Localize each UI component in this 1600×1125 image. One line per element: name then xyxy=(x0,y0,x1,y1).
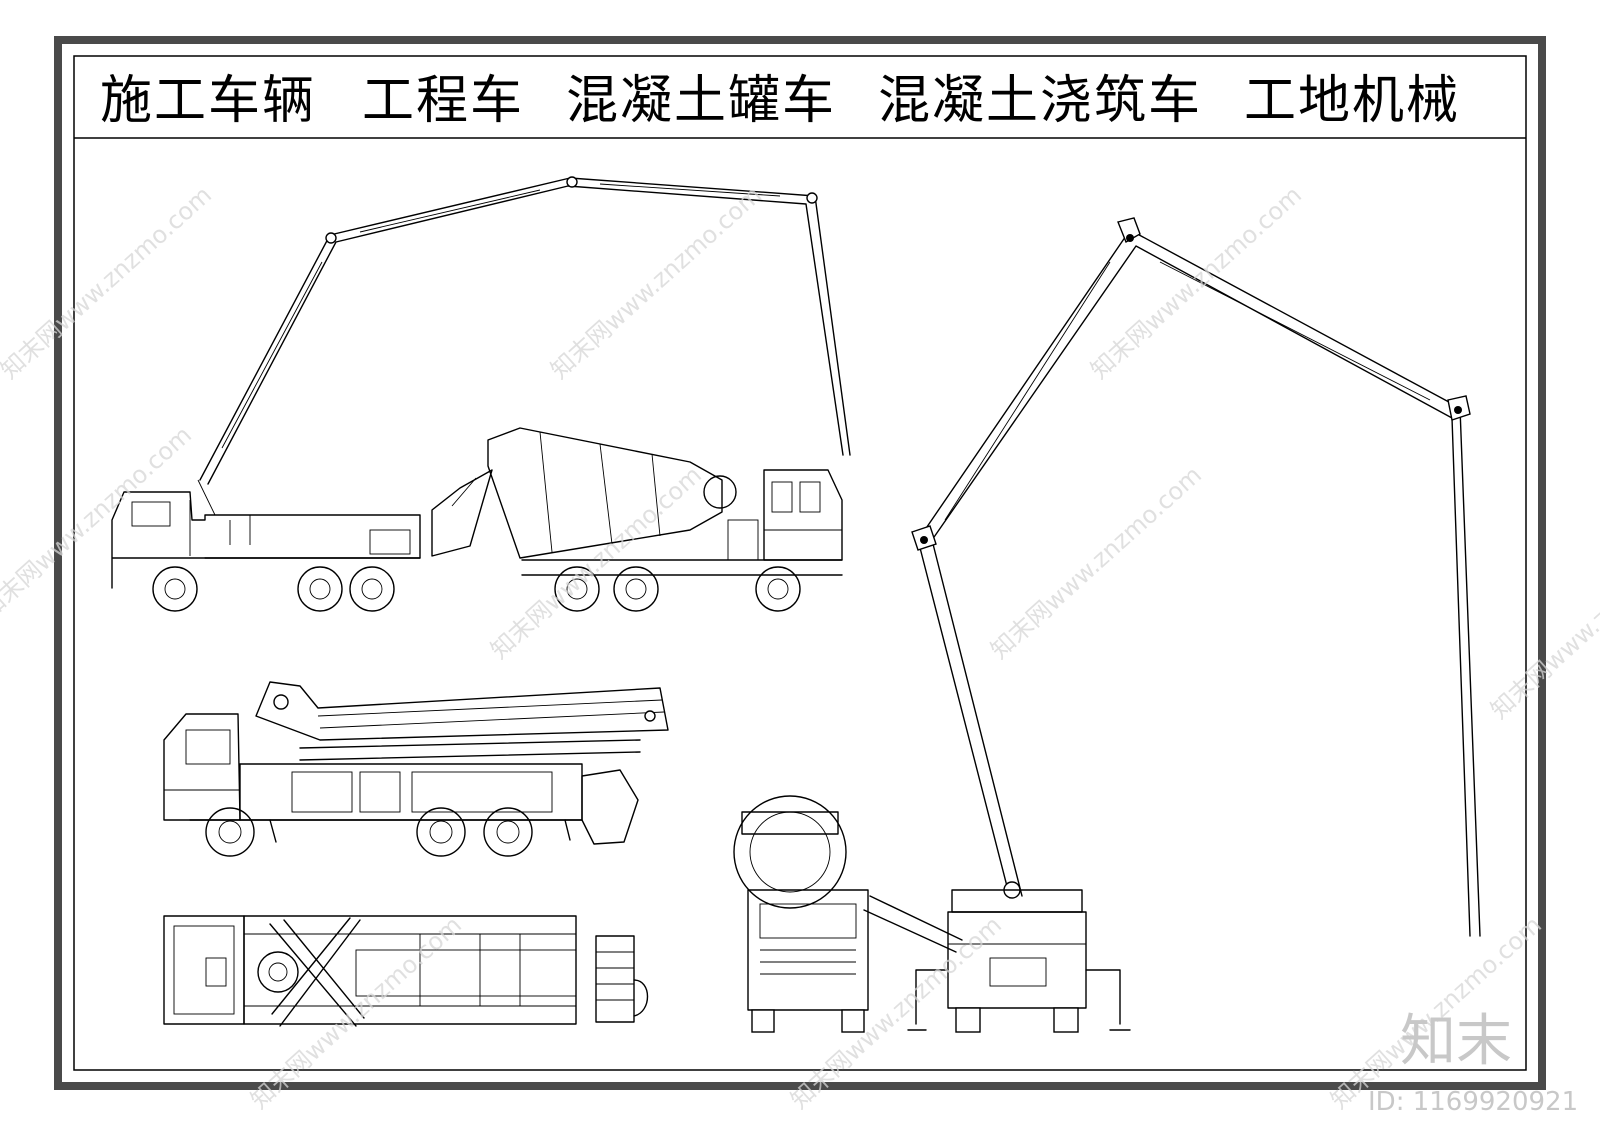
title-block: 施工车辆 工程车 混凝土罐车 混凝土浇筑车 工地机械 xyxy=(100,71,1460,131)
title-item-1: 施工车辆 xyxy=(100,71,316,131)
image-id-label: ID: 1169920921 xyxy=(1368,1087,1578,1117)
watermark-text: 知末网www.znzmo.com xyxy=(0,181,217,385)
inner-frame xyxy=(73,55,1527,1071)
pump-truck-front-raised-boom-icon xyxy=(907,217,1481,1033)
mixer-truck-front-view-icon xyxy=(733,795,963,1033)
watermark-text: 知末网www.znzmo.com xyxy=(1085,181,1307,385)
watermark-text: 知末网www.znzmo.com xyxy=(545,181,767,385)
title-item-2: 工程车 xyxy=(362,71,524,131)
concrete-mixer-truck-side-icon xyxy=(431,427,843,612)
pump-truck-side-raised-boom-icon xyxy=(111,176,851,612)
brand-mark: 知末 ID: 1169920921 xyxy=(1368,1009,1578,1117)
title-item-4: 混凝土浇筑车 xyxy=(878,71,1202,131)
outer-frame xyxy=(54,36,1546,1090)
title-item-3: 混凝土罐车 xyxy=(566,71,836,131)
watermark-text: 知末网www.znzmo.com xyxy=(485,461,707,665)
watermark-text: 知末网www.znzmo.com xyxy=(985,461,1207,665)
pump-truck-top-view-icon xyxy=(163,915,649,1027)
title-item-5: 工地机械 xyxy=(1244,71,1460,131)
brand-logo: 知末 xyxy=(1400,1009,1512,1074)
pump-truck-side-folded-boom-icon xyxy=(163,681,669,857)
watermark-text: 知末网www.znzmo.com xyxy=(0,421,197,625)
